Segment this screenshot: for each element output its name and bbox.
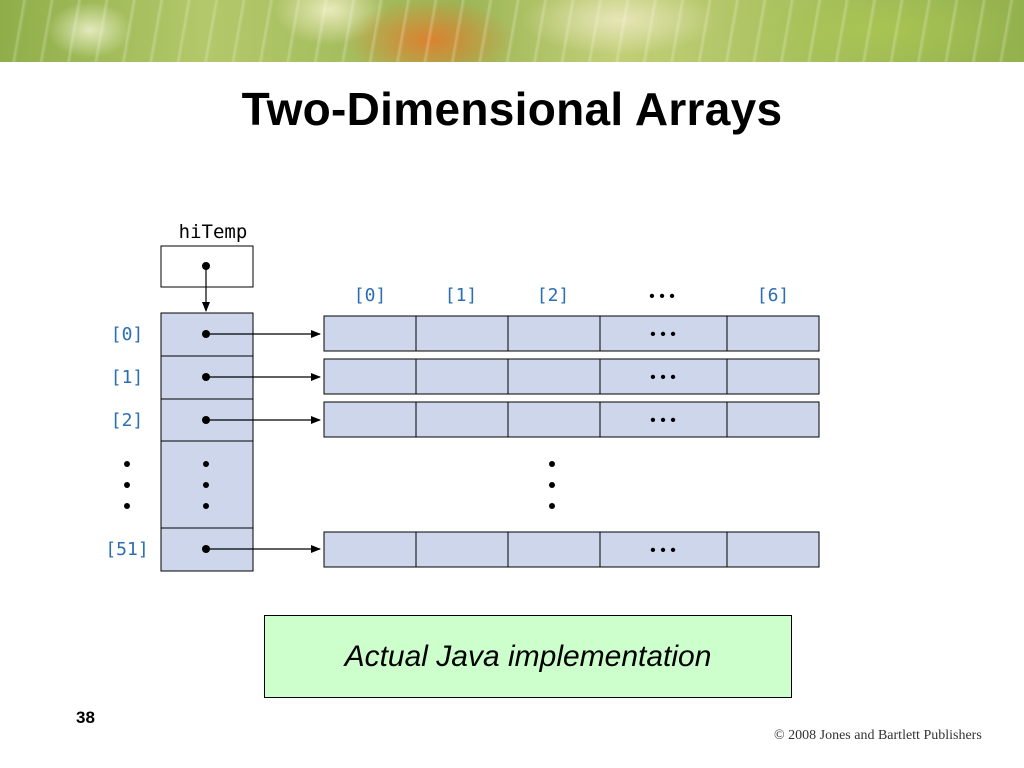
inner-array-row-1: • • • bbox=[323, 358, 820, 395]
caption-box: Actual Java implementation bbox=[264, 615, 792, 698]
vertical-ellipsis-dot bbox=[549, 503, 555, 509]
inner-cell bbox=[726, 315, 820, 352]
inner-array-row-2: • • • bbox=[323, 401, 820, 438]
inner-array-row-0: • • • bbox=[323, 315, 820, 352]
inner-cell bbox=[323, 531, 417, 568]
inner-cell bbox=[415, 315, 509, 352]
cell-ellipsis: • • • bbox=[650, 542, 676, 559]
column-header: [1] bbox=[445, 285, 478, 306]
row-label: [1] bbox=[111, 367, 144, 388]
inner-cell bbox=[415, 358, 509, 395]
outer-array bbox=[160, 312, 254, 572]
vertical-ellipsis-dot bbox=[203, 482, 209, 488]
column-header: [2] bbox=[537, 285, 570, 306]
inner-cell bbox=[323, 315, 417, 352]
inner-cell bbox=[507, 358, 601, 395]
inner-cell-ellipsis bbox=[599, 315, 728, 352]
vertical-ellipsis-dot bbox=[549, 482, 555, 488]
inner-cell bbox=[323, 358, 417, 395]
vertical-ellipsis-dot bbox=[203, 503, 209, 509]
inner-cell bbox=[507, 531, 601, 568]
cell-ellipsis: • • • bbox=[650, 326, 676, 343]
inner-cell bbox=[323, 401, 417, 438]
column-header: [0] bbox=[354, 285, 387, 306]
variable-name-label: hiTemp bbox=[179, 221, 248, 243]
row-label: [0] bbox=[111, 324, 144, 345]
row-labels: [0] [1] [2] [51] bbox=[105, 324, 148, 560]
inner-cell bbox=[507, 315, 601, 352]
column-header: [6] bbox=[757, 285, 790, 306]
inner-cell bbox=[415, 401, 509, 438]
row-label: [51] bbox=[105, 539, 148, 560]
copyright-notice: © 2008 Jones and Bartlett Publishers bbox=[774, 728, 982, 743]
vertical-ellipsis-dot bbox=[203, 461, 209, 467]
caption-text: Actual Java implementation bbox=[344, 639, 712, 673]
cell-ellipsis: • • • bbox=[650, 412, 676, 429]
inner-cell bbox=[726, 401, 820, 438]
column-headers: [0] [1] [2] • • • [6] bbox=[354, 285, 790, 306]
inner-cell bbox=[726, 531, 820, 568]
row-label: [2] bbox=[111, 410, 144, 431]
banner-texture bbox=[0, 0, 1024, 62]
header-banner bbox=[0, 0, 1024, 62]
slide-number: 38 bbox=[76, 708, 95, 727]
vertical-ellipsis-dot bbox=[124, 461, 130, 467]
inner-cell bbox=[415, 531, 509, 568]
slide-title: Two-Dimensional Arrays bbox=[241, 83, 783, 135]
vertical-ellipsis-dot bbox=[124, 482, 130, 488]
inner-cell-ellipsis bbox=[599, 401, 728, 438]
cell-ellipsis: • • • bbox=[650, 369, 676, 386]
inner-array-row-51: • • • bbox=[323, 531, 820, 568]
inner-cell-ellipsis bbox=[599, 531, 728, 568]
vertical-ellipsis-dot bbox=[124, 503, 130, 509]
vertical-ellipsis-dot bbox=[549, 461, 555, 467]
inner-cell-ellipsis bbox=[599, 358, 728, 395]
inner-cell bbox=[726, 358, 820, 395]
inner-cell bbox=[507, 401, 601, 438]
column-ellipsis: • • • bbox=[649, 288, 675, 305]
